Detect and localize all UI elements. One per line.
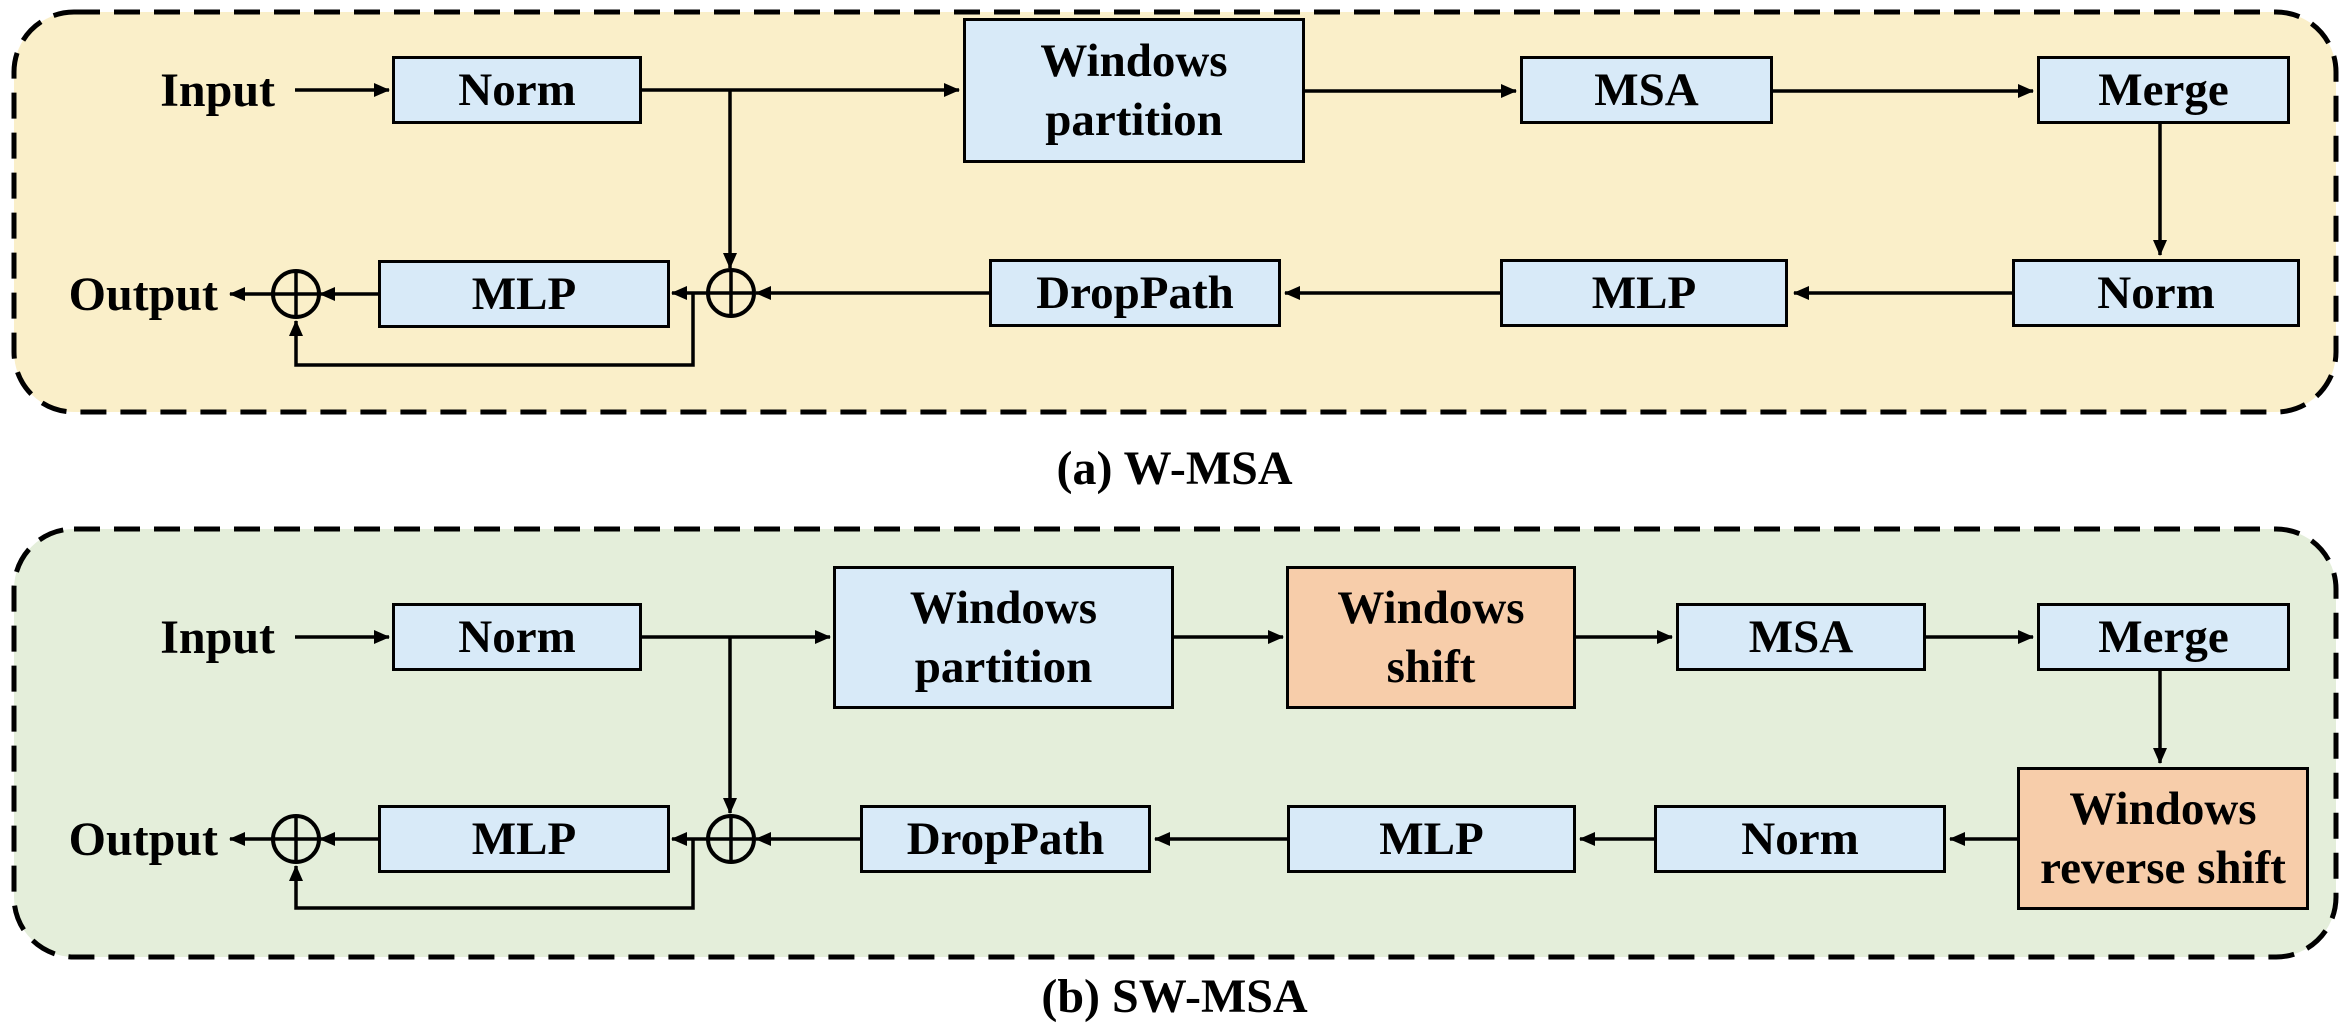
- box-norm-bottom-b: Norm: [1654, 805, 1946, 873]
- box-norm-top-b: Norm: [392, 603, 642, 671]
- input-label-b: Input: [160, 610, 275, 664]
- sum-junction-left-a: [271, 269, 321, 319]
- panel-a-connectors: [229, 83, 2167, 367]
- box-windows-shift-b: Windows shift: [1286, 566, 1576, 709]
- caption-panel-b: (b) SW-MSA: [1041, 970, 1308, 1023]
- box-norm-bottom-a: Norm: [2012, 259, 2300, 327]
- box-windows-partition-b: Windows partition: [833, 566, 1174, 709]
- caption-panel-a: (a) W-MSA: [1056, 442, 1293, 495]
- output-label-b: Output: [68, 812, 218, 866]
- box-merge-a: Merge: [2037, 56, 2290, 124]
- output-label-a: Output: [68, 267, 218, 321]
- box-mlp-mid-b: MLP: [1287, 805, 1576, 873]
- sum-junction-left-b: [271, 814, 321, 864]
- box-msa-a: MSA: [1520, 56, 1773, 124]
- box-droppath-b: DropPath: [860, 805, 1151, 873]
- box-mlp-right-a: MLP: [1500, 259, 1788, 327]
- arrow-residual-feedback-a: [289, 293, 695, 367]
- box-merge-b: Merge: [2037, 603, 2290, 671]
- box-mlp-left-b: MLP: [378, 805, 670, 873]
- box-windows-partition-a: Windows partition: [963, 18, 1305, 163]
- arrow-residual-feedback-b: [289, 839, 695, 910]
- panel-b-connectors: [229, 630, 2167, 910]
- box-norm-top-a: Norm: [392, 56, 642, 124]
- sum-junction-right-a: [706, 268, 756, 318]
- panel-b-outline: [11, 526, 2339, 960]
- input-label-a: Input: [160, 63, 275, 117]
- sum-junction-right-b: [706, 814, 756, 864]
- box-mlp-left-a: MLP: [378, 260, 670, 328]
- box-droppath-a: DropPath: [989, 259, 1281, 327]
- box-windows-reverse-shift-b: Windows reverse shift: [2017, 767, 2309, 910]
- box-msa-b: MSA: [1676, 603, 1926, 671]
